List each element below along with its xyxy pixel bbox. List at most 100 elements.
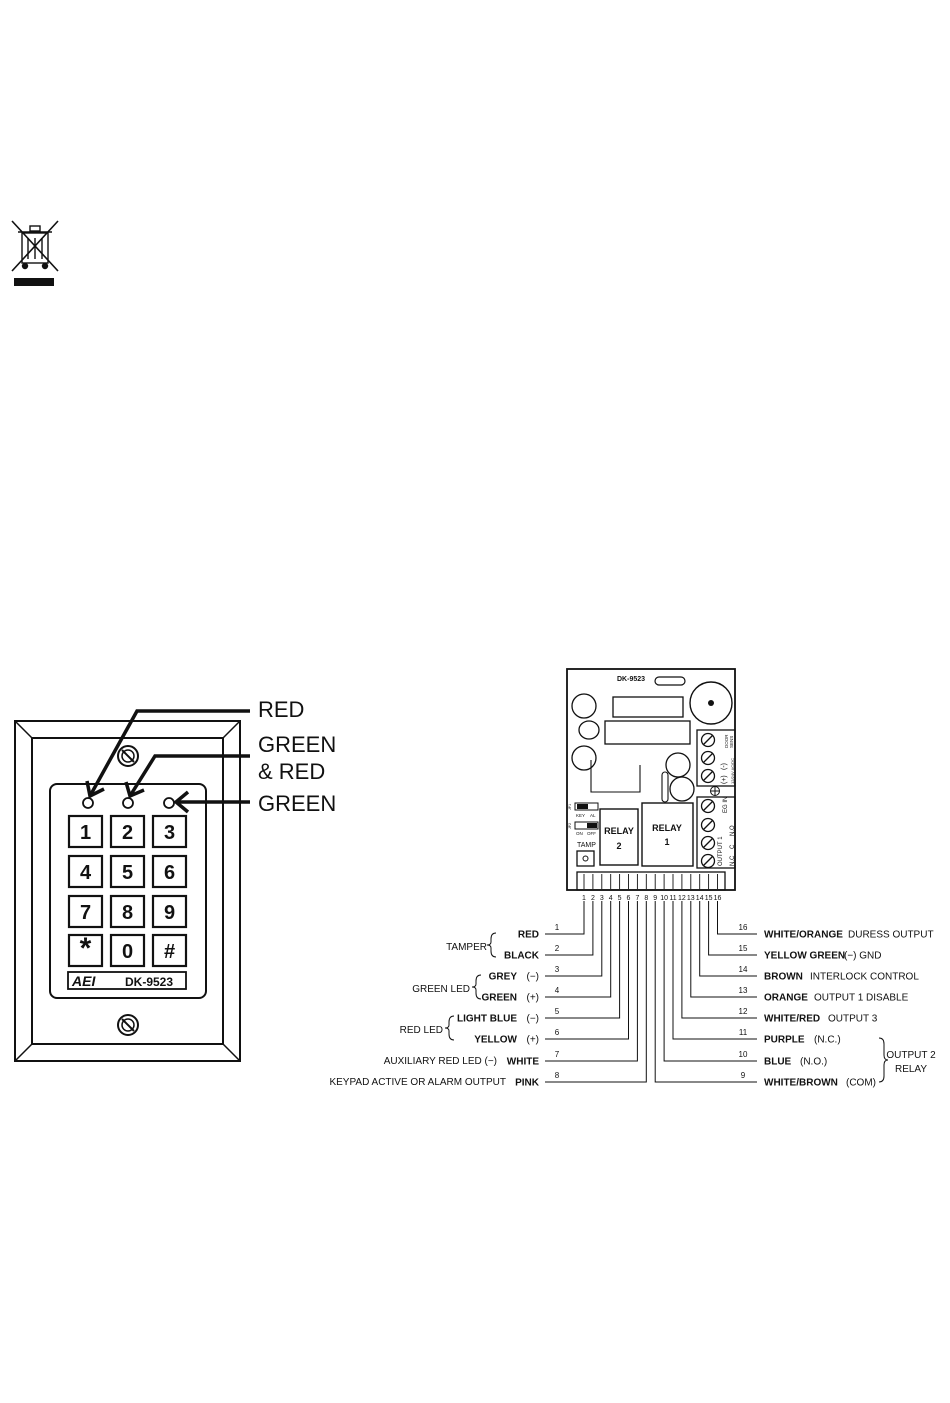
wire-function: OUTPUT 3 bbox=[828, 1014, 878, 1025]
key-label: 8 bbox=[122, 902, 133, 924]
wire-polarity: (−) bbox=[527, 1014, 540, 1025]
weee-bar bbox=[14, 278, 54, 286]
red-led-icon bbox=[82, 797, 94, 809]
led-callouts bbox=[85, 709, 250, 814]
wire-lead bbox=[708, 901, 757, 956]
pin-number: 2 bbox=[591, 895, 595, 902]
term-label-door: DOOR bbox=[724, 734, 729, 748]
key-label: 6 bbox=[164, 862, 175, 884]
key-7 bbox=[67, 894, 104, 929]
resistor bbox=[661, 771, 669, 803]
wire-number: 14 bbox=[739, 965, 748, 974]
wire-function: (COM) bbox=[846, 1078, 876, 1089]
capacitor-2 bbox=[578, 720, 600, 740]
wire-function: (N.O.) bbox=[800, 1057, 827, 1068]
term-label-egin: EG IN bbox=[723, 797, 729, 813]
screw-terminals bbox=[700, 732, 716, 869]
wire-lead bbox=[681, 901, 757, 1019]
wire-number: 15 bbox=[739, 944, 748, 953]
wire-number: 5 bbox=[555, 1007, 560, 1016]
key-label: 9 bbox=[164, 902, 175, 924]
screw-slot bbox=[702, 837, 714, 849]
wire-function: DURESS OUTPUT bbox=[848, 930, 934, 941]
wire-number: 10 bbox=[739, 1050, 748, 1059]
wire-color: YELLOW bbox=[474, 1035, 517, 1046]
wire-number: 9 bbox=[741, 1071, 746, 1080]
chip-top bbox=[612, 696, 684, 718]
tamper-switch bbox=[576, 850, 595, 867]
wire-number: 3 bbox=[555, 965, 560, 974]
board-slot bbox=[654, 676, 686, 686]
key-label: 2 bbox=[122, 822, 133, 844]
group-red-led: RED LED bbox=[400, 1025, 443, 1036]
wire-color: WHITE/BROWN bbox=[764, 1078, 838, 1089]
wire-lead bbox=[663, 901, 757, 1062]
wire-number: 13 bbox=[739, 986, 748, 995]
brace-green-led bbox=[471, 974, 482, 1000]
relay-2-num: 2 bbox=[616, 841, 621, 851]
capacitor-3 bbox=[571, 745, 597, 771]
key-5 bbox=[109, 854, 146, 889]
jumper-on-label: ON bbox=[576, 831, 583, 836]
pin-number: 7 bbox=[635, 895, 639, 902]
wire-number: 12 bbox=[739, 1007, 748, 1016]
wire-color: YELLOW GREEN bbox=[764, 951, 845, 962]
term-label-output1: OUTPUT 1 bbox=[718, 836, 724, 866]
tamp-label: TAMP bbox=[577, 842, 596, 849]
capacitor-5 bbox=[669, 776, 695, 802]
pin-number: 10 bbox=[660, 895, 668, 902]
wire-lead bbox=[545, 901, 647, 1083]
key-0 bbox=[109, 933, 146, 968]
relay-1-label: RELAY bbox=[652, 823, 682, 833]
capacitor-1 bbox=[571, 693, 597, 719]
wire-lead bbox=[699, 901, 757, 977]
chip bbox=[604, 720, 691, 745]
nameplate bbox=[67, 971, 187, 990]
wire-color: PINK bbox=[515, 1078, 540, 1089]
group-green-led: GREEN LED bbox=[412, 984, 470, 995]
board-model: DK-9523 bbox=[617, 676, 645, 683]
key-2 bbox=[109, 814, 146, 849]
key-label: # bbox=[164, 941, 175, 963]
key-6 bbox=[151, 854, 188, 889]
key-label: 0 bbox=[122, 941, 133, 963]
weee-bin-icon bbox=[11, 220, 59, 272]
group-output2-1: OUTPUT 2 bbox=[886, 1050, 936, 1061]
pin-number: 1 bbox=[582, 895, 586, 902]
jumper-key-label: KEY bbox=[576, 813, 585, 818]
wire-lead bbox=[690, 901, 757, 998]
term-label-plus: (+) bbox=[721, 775, 728, 784]
wire-lead bbox=[545, 901, 585, 935]
label-red: RED bbox=[258, 697, 304, 722]
screw-slot bbox=[702, 734, 714, 746]
wire-number: 11 bbox=[739, 1028, 748, 1037]
wire-lead bbox=[545, 901, 594, 956]
key-star bbox=[67, 933, 104, 968]
terminal-block-top bbox=[696, 729, 736, 787]
term-label-no: N.O bbox=[730, 825, 736, 836]
screw-slot bbox=[702, 770, 714, 782]
wire-number: 7 bbox=[555, 1050, 560, 1059]
wire-polarity: (+) bbox=[527, 1035, 540, 1046]
terminal-block-bottom bbox=[696, 796, 736, 869]
pin-number: 12 bbox=[678, 895, 686, 902]
wire-lead bbox=[545, 901, 603, 977]
term-label-minus: (-) bbox=[721, 763, 728, 770]
wire-connector-strip bbox=[576, 871, 726, 891]
pin-number: 4 bbox=[609, 895, 613, 902]
label-green-red-2: & RED bbox=[258, 759, 325, 784]
pin-number: 13 bbox=[687, 895, 695, 902]
wire-lead bbox=[672, 901, 757, 1040]
relay-2 bbox=[599, 808, 639, 866]
relay-2-label: RELAY bbox=[604, 826, 634, 836]
pin-number: 3 bbox=[600, 895, 604, 902]
key-1 bbox=[67, 814, 104, 849]
buzzer-icon bbox=[689, 681, 733, 725]
pin-number: 15 bbox=[705, 895, 713, 902]
wire-function: (N.C.) bbox=[814, 1035, 841, 1046]
group-aux-red-led: AUXILIARY RED LED (−) bbox=[384, 1056, 497, 1067]
key-label: * bbox=[80, 932, 92, 965]
key-4 bbox=[67, 854, 104, 889]
